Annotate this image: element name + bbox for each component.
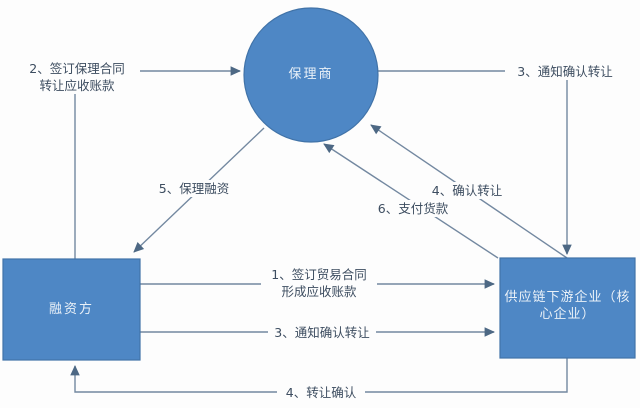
edge-label-sign-factoring-contract: 2、签订保理合同 转让应收账款 (14, 60, 140, 94)
edge-label-sign-factoring-contract-line2: 转让应收账款 (39, 78, 115, 93)
factor-node (243, 7, 379, 143)
edge-label-transfer-confirm: 4、转让确认 (277, 384, 365, 401)
edge-label-factoring-financing: 5、保理融资 (147, 180, 241, 197)
edge-label-sign-trade-contract-line1: 1、签订贸易合同 (271, 267, 367, 282)
edge-label-notify-confirm-transfer-top: 3、通知确认转让 (505, 63, 625, 80)
downstream-enterprise-node-label: 供应链下游企业（核心企业） (504, 290, 631, 322)
factor-node-label: 保理商 (288, 67, 334, 82)
edge-label-notify-confirm-transfer-mid: 3、通知确认转让 (268, 324, 376, 341)
edge-sign-factoring-contract (74, 66, 241, 259)
financier-node (2, 258, 141, 361)
financier-node-label: 融资方 (48, 302, 94, 317)
edge-label-confirm-transfer: 4、确认转让 (420, 182, 514, 199)
edge-label-sign-factoring-contract-line1: 2、签订保理合同 (29, 61, 125, 76)
edge-label-sign-trade-contract: 1、签订贸易合同 形成应收账款 (261, 266, 377, 300)
edge-label-pay-for-goods: 6、支付货款 (366, 200, 460, 217)
edge-label-sign-trade-contract-line2: 形成应收账款 (281, 284, 357, 299)
edge-notify-confirm-transfer-top (378, 70, 572, 255)
downstream-enterprise-node (499, 257, 636, 359)
